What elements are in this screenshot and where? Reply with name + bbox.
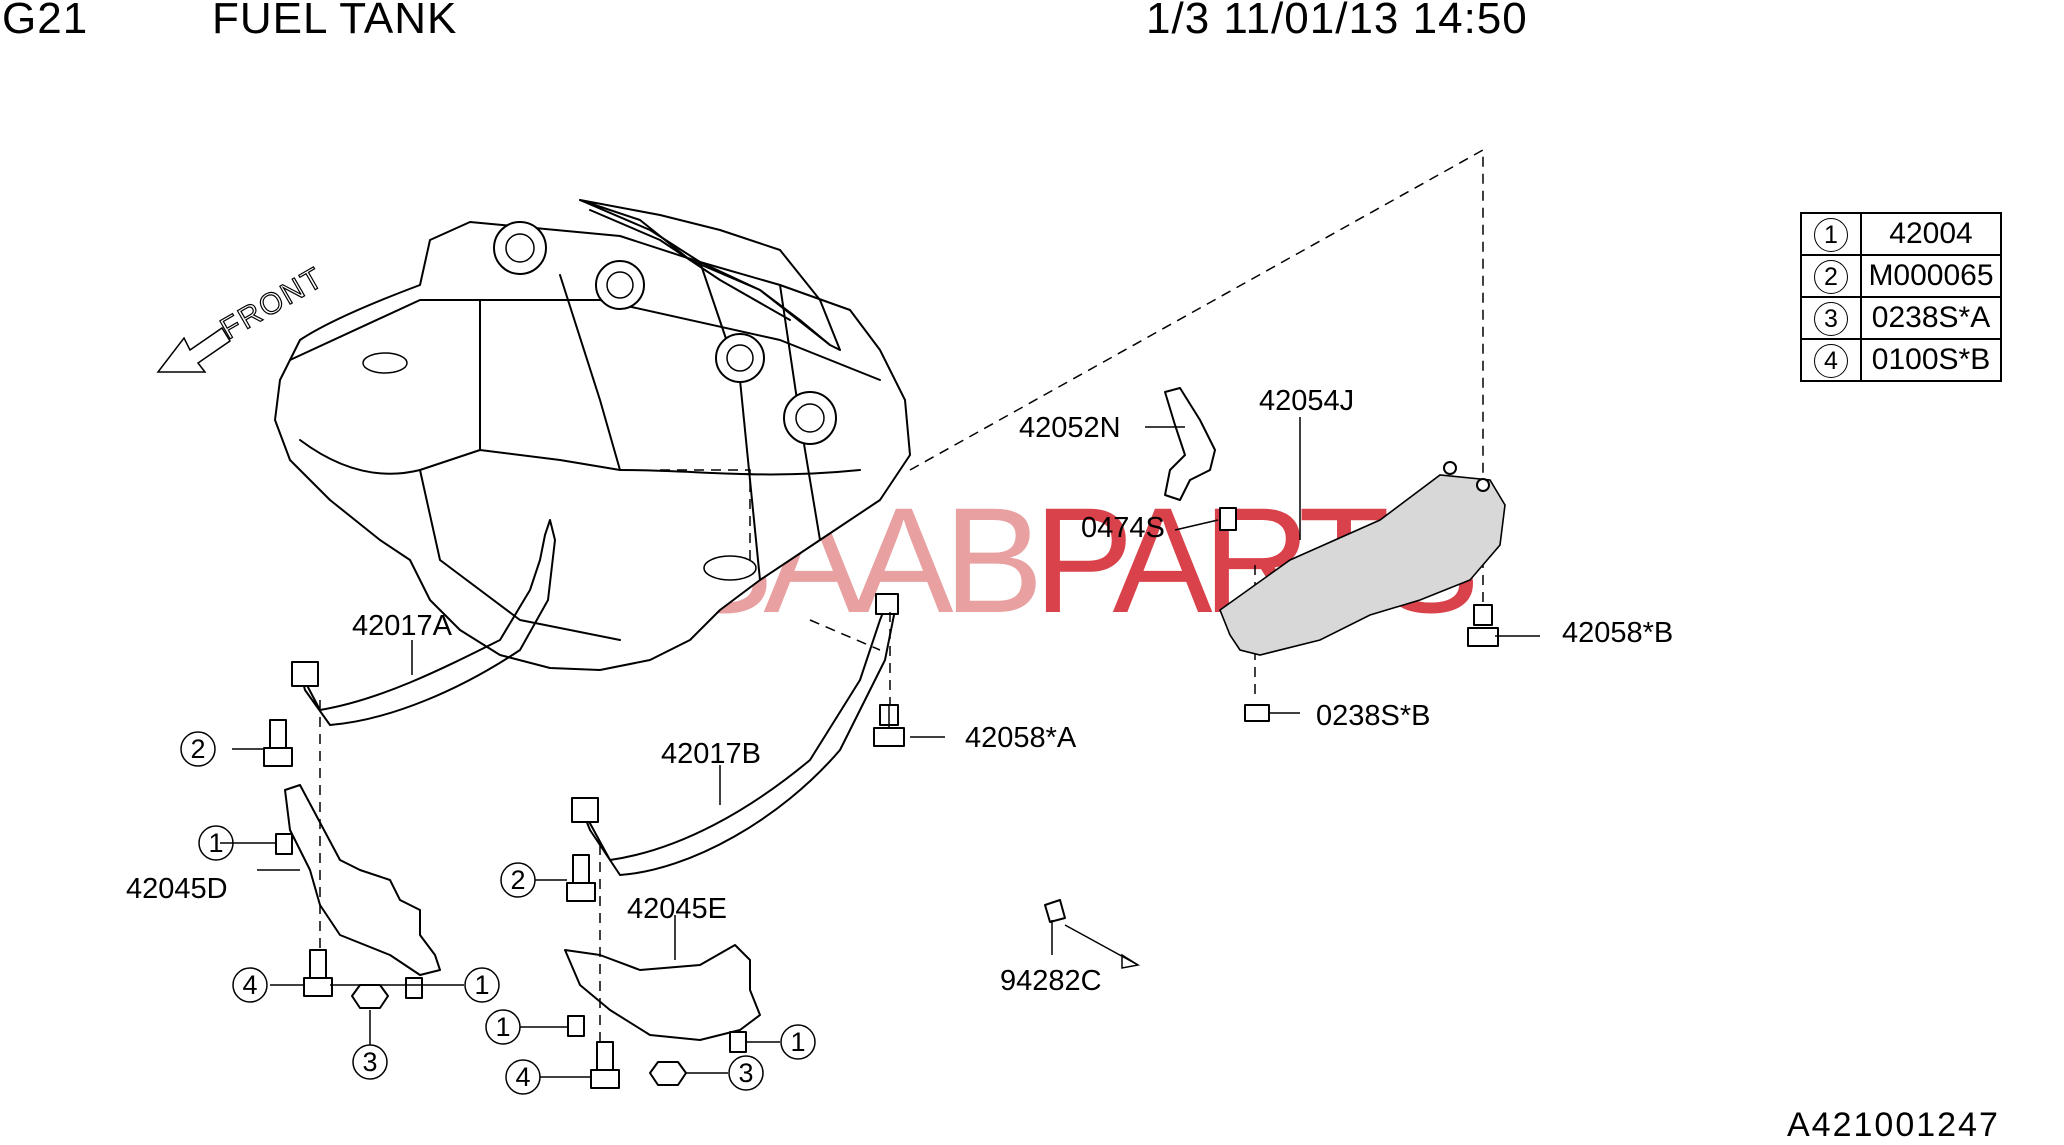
legend-row: 3 0238S*A	[1800, 296, 2002, 340]
strap-42017b-bracket	[571, 797, 599, 823]
legend-symbol: 2	[1814, 259, 1848, 294]
leader-lines	[220, 417, 1540, 1078]
legend-row: 2 M000065	[1800, 254, 2002, 298]
strap-42017a[interactable]	[299, 519, 556, 726]
clip-ref1-d[interactable]	[729, 1031, 747, 1053]
protector-42045e[interactable]	[564, 944, 761, 1041]
catalog-number: A421001247	[1787, 1106, 2000, 1144]
svg-text:3: 3	[738, 1058, 753, 1088]
protector-42045d[interactable]	[284, 784, 441, 976]
parts-legend: 1 42004 2 M000065 3 0238S*A 4 0100S*B	[1800, 212, 2002, 382]
bolt-42058a[interactable]	[873, 704, 905, 747]
svg-text:1: 1	[495, 1012, 510, 1042]
legend-symbol: 3	[1814, 301, 1848, 336]
ref-1-c: 1	[485, 1009, 521, 1045]
legend-part: 0100S*B	[1860, 338, 2002, 382]
legend-part: 0238S*A	[1860, 296, 2002, 340]
callout-42054j: 42054J	[1259, 385, 1354, 417]
bolt-ref4-a[interactable]	[303, 949, 333, 997]
ref-3-b: 3	[728, 1055, 764, 1091]
group-code: G21	[2, 0, 89, 43]
callout-42017a: 42017A	[352, 610, 453, 642]
legend-part: 42004	[1860, 212, 2002, 256]
nut-ref3-a[interactable]	[351, 984, 389, 1009]
ref-1-a: 1	[198, 825, 234, 861]
ref-1-b: 1	[464, 967, 500, 1003]
ref-3-a: 3	[352, 1044, 388, 1080]
svg-text:4: 4	[242, 970, 257, 1000]
bolt-ref2-a[interactable]	[263, 719, 293, 767]
legend-symbol: 4	[1814, 343, 1848, 378]
callout-0238sb: 0238S*B	[1316, 700, 1431, 732]
callout-42058a: 42058*A	[965, 722, 1077, 754]
callout-42045e: 42045E	[627, 893, 727, 925]
clip-ref1-a[interactable]	[275, 833, 293, 855]
legend-symbol: 1	[1814, 217, 1848, 252]
legend-row: 4 0100S*B	[1800, 338, 2002, 382]
callout-42045d: 42045D	[126, 873, 228, 905]
callout-42052n: 42052N	[1019, 412, 1121, 444]
clip-ref1-b[interactable]	[405, 977, 423, 999]
legend-part: M000065	[1860, 254, 2002, 298]
bolt-ref4-b[interactable]	[590, 1041, 620, 1089]
nut-0238sb[interactable]	[1244, 704, 1270, 722]
svg-text:2: 2	[190, 734, 205, 764]
fuel-tank[interactable]	[274, 199, 911, 671]
callout-94282c: 94282C	[1000, 965, 1102, 997]
page-title: FUEL TANK	[212, 0, 458, 43]
ref-2-a: 2	[180, 731, 216, 767]
svg-text:3: 3	[362, 1047, 377, 1077]
ref-1-d: 1	[780, 1024, 816, 1060]
svg-text:1: 1	[790, 1027, 805, 1057]
heat-shield-42054j[interactable]	[1219, 474, 1506, 656]
ref-4-a: 4	[232, 967, 268, 1003]
clip-94282c[interactable]	[1044, 899, 1066, 923]
strap-42017a-bracket	[291, 661, 319, 687]
bracket-42052n[interactable]	[1164, 387, 1216, 501]
ref-2-b: 2	[500, 862, 536, 898]
bolt-0474s[interactable]	[1219, 507, 1237, 531]
svg-text:2: 2	[510, 865, 525, 895]
nut-ref3-b[interactable]	[649, 1061, 687, 1086]
callout-42058b: 42058*B	[1562, 617, 1673, 649]
clip-ref1-c[interactable]	[567, 1015, 585, 1037]
page-date: 1/3 11/01/13 14:50	[1146, 0, 1528, 43]
svg-text:1: 1	[474, 970, 489, 1000]
svg-text:1: 1	[208, 828, 223, 858]
bolt-ref2-b[interactable]	[566, 854, 596, 902]
callout-0474s: 0474S	[1081, 512, 1165, 544]
legend-row: 1 42004	[1800, 212, 2002, 256]
ref-4-b: 4	[505, 1059, 541, 1095]
bolt-42058b[interactable]	[1467, 604, 1499, 647]
svg-text:4: 4	[515, 1062, 530, 1092]
callout-42017b: 42017B	[661, 738, 761, 770]
